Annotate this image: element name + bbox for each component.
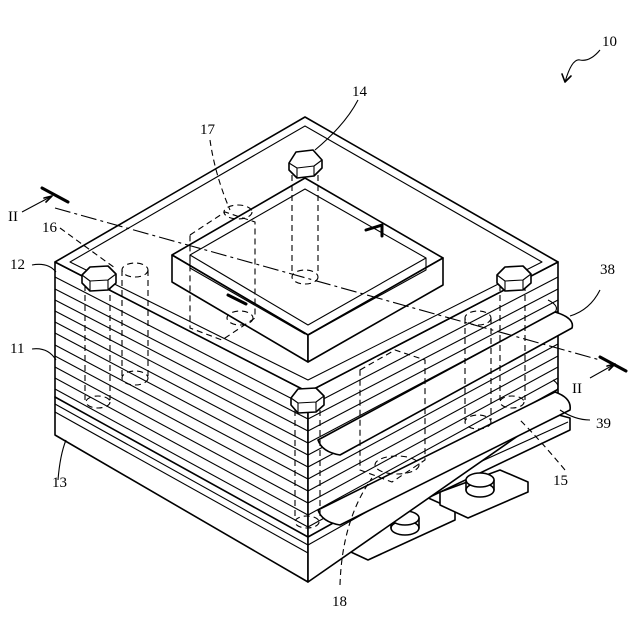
label-16: 16: [42, 220, 58, 236]
label-13: 13: [52, 475, 67, 491]
label-39: 39: [596, 416, 611, 432]
label-17: 17: [200, 122, 216, 138]
label-15: 15: [553, 473, 568, 489]
label-12: 12: [10, 257, 25, 273]
label-38: 38: [600, 262, 615, 278]
bolt-head-front: [291, 388, 324, 413]
label-14: 14: [352, 84, 368, 100]
section-label-left: II: [8, 209, 18, 225]
bolt-head-left: [82, 266, 116, 291]
label-18: 18: [332, 594, 347, 610]
bolt-head-right: [497, 266, 531, 291]
bottom-bolt-right: [466, 473, 494, 497]
bolt-head-14: [289, 150, 322, 178]
assembly-arrow-10: [562, 50, 600, 82]
section-label-right: II: [572, 381, 582, 397]
label-10: 10: [602, 34, 617, 50]
label-11: 11: [10, 341, 24, 357]
